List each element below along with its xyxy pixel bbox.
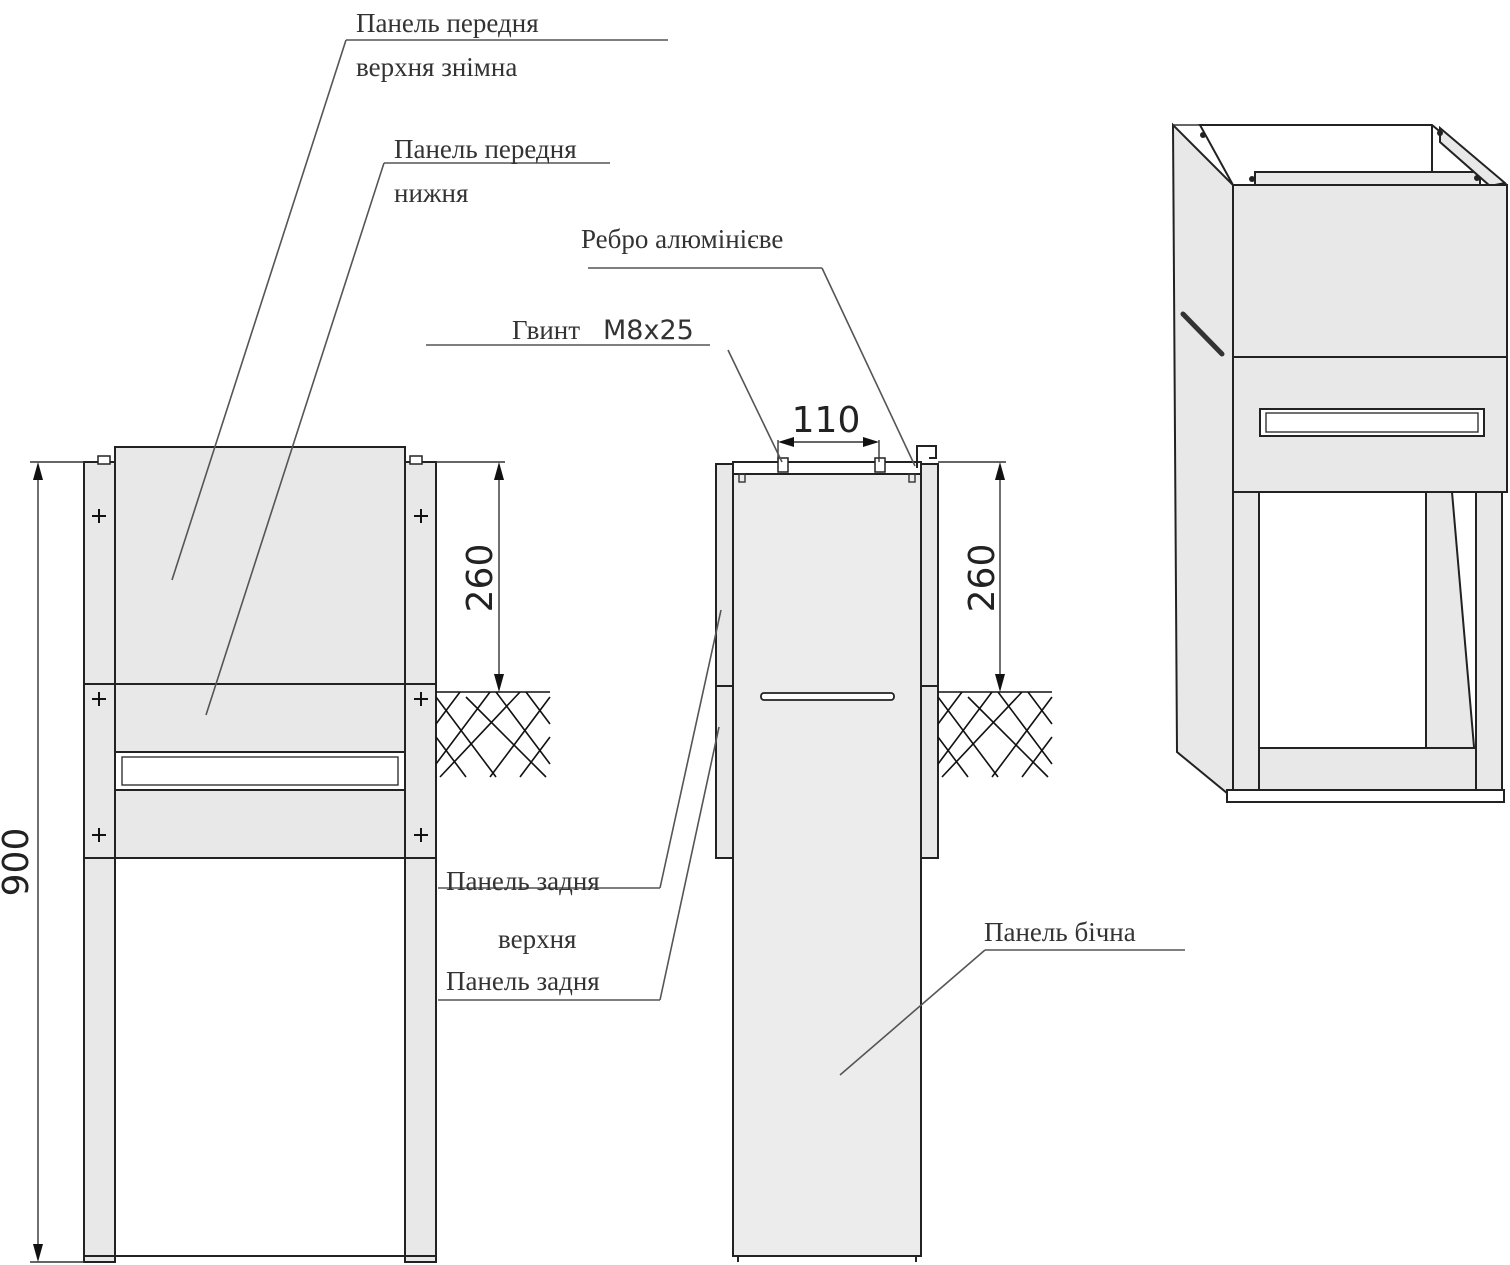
iso-frame-opening <box>1258 491 1427 749</box>
side-back-upper-strip <box>715 463 734 687</box>
side-screw-left <box>777 457 789 473</box>
dimension-260-front-text: 260 <box>460 544 501 613</box>
dimension-900-text: 900 <box>0 828 37 897</box>
label-back-lower: Панель задня <box>446 966 600 996</box>
iso-side-slot <box>1180 311 1225 357</box>
ground-hatch-side <box>937 691 1053 778</box>
front-lower-opening <box>114 857 406 1257</box>
labels: Панель передня верхня знімна Панель пере… <box>356 8 1136 996</box>
front-screw-left <box>97 455 111 465</box>
label-front-upper-line1: Панель передня <box>356 8 539 38</box>
dimension-900: 900 <box>0 461 84 1263</box>
front-right-post <box>404 461 437 1263</box>
iso-frame-right <box>1475 491 1503 799</box>
iso-frame-bottom <box>1258 747 1477 791</box>
label-side-panel: Панель бічна <box>984 917 1136 947</box>
dimension-110: 110 <box>777 400 880 462</box>
dimension-260-front: 260 <box>436 461 505 692</box>
front-fastener-marks <box>92 509 428 842</box>
label-front-lower-line2: нижня <box>394 178 468 208</box>
label-screw-size: М8х25 <box>603 315 694 346</box>
side-screw-right <box>874 457 886 473</box>
iso-base <box>1226 789 1505 803</box>
side-top-profile <box>732 461 922 475</box>
side-handle <box>760 692 895 701</box>
side-view <box>715 445 939 1262</box>
front-screw-right <box>409 455 423 465</box>
isometric-view <box>1171 122 1508 803</box>
side-front-upper-strip <box>920 463 939 687</box>
dimension-260-side: 260 <box>938 461 1006 692</box>
iso-side-panel <box>1171 122 1234 801</box>
label-screw-word: Гвинт <box>512 315 580 345</box>
aluminium-rib <box>916 445 937 468</box>
leader-lines <box>171 39 1185 1076</box>
front-view <box>83 446 437 1263</box>
dimension-260-side-text: 260 <box>962 544 1003 613</box>
front-upper-panel <box>114 446 406 685</box>
label-rib: Ребро алюмінієве <box>581 224 783 254</box>
label-front-upper-line2: верхня знімна <box>356 52 517 82</box>
iso-frame-left <box>1232 491 1260 799</box>
dimension-110-text: 110 <box>792 400 861 441</box>
front-handle-slot <box>114 751 406 791</box>
side-back-lower-strip <box>715 685 734 859</box>
label-back-upper-line1: Панель задня <box>446 866 600 896</box>
front-left-post <box>83 461 116 1263</box>
label-back-upper-line2: верхня <box>498 924 576 954</box>
front-handle-inner <box>121 756 399 786</box>
iso-front-upper-panel <box>1232 184 1508 358</box>
side-panel <box>732 471 922 1257</box>
side-front-lower-strip <box>920 685 939 859</box>
label-front-lower-line1: Панель передня <box>394 134 577 164</box>
ground-hatch-front <box>435 691 551 778</box>
